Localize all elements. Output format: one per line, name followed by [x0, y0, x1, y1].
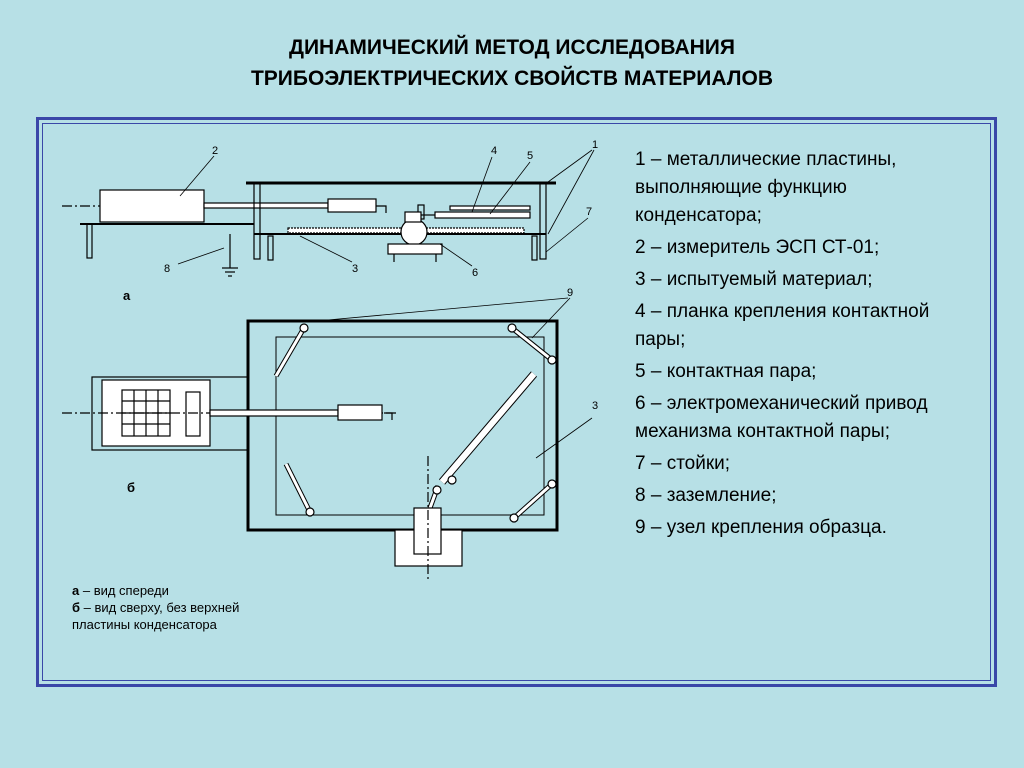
content-frame — [36, 117, 997, 687]
leader-9a — [305, 297, 569, 323]
view-label-b: б — [127, 480, 135, 495]
view-label-a: а — [123, 288, 131, 303]
table-leg-left — [86, 223, 93, 259]
probe-head — [327, 198, 377, 213]
page-title: ДИНАМИЧЕСКИЙ МЕТОД ИССЛЕДОВАНИЯ ТРИБОЭЛЕ… — [0, 32, 1024, 94]
motor-base — [387, 243, 443, 255]
leader-2 — [179, 155, 215, 197]
stand-right-foot — [531, 235, 538, 261]
chamber-outline — [246, 319, 559, 532]
legend-item: 1 – металлические пластины, выполняющие … — [635, 149, 897, 226]
meter-body — [99, 189, 205, 223]
probe-rod-b — [209, 409, 339, 417]
leader-7 — [545, 217, 589, 253]
callout-3: 3 — [352, 263, 358, 275]
meter-display — [185, 391, 201, 437]
callout-5: 5 — [527, 150, 533, 162]
callout-8: 8 — [164, 263, 170, 275]
leader-3 — [299, 235, 353, 263]
front-view — [62, 149, 595, 277]
material-area — [275, 336, 545, 516]
leader-9b — [531, 297, 571, 339]
callout-7: 7 — [586, 206, 592, 218]
leader-4 — [471, 156, 493, 213]
probe-rod — [203, 202, 329, 209]
caption-a-text: – вид спереди — [79, 583, 169, 598]
stand-left — [253, 182, 261, 260]
title-line-2: ТРИБОЭЛЕКТРИЧЕСКИХ СВОЙСТВ МАТЕРИАЛОВ — [250, 67, 774, 90]
legend-item: 8 – заземление; — [635, 485, 777, 506]
legend-item: 4 – планка крепления контактной пары; — [635, 301, 930, 350]
drive-motor — [400, 218, 428, 246]
figure-caption: а – вид спереди б – вид сверху, без верх… — [72, 582, 239, 633]
leader-3b — [535, 417, 593, 459]
contact-pair — [434, 211, 531, 219]
legend-item: 2 – измеритель ЭСП СТ-01; — [635, 237, 880, 258]
stand-right — [539, 182, 547, 260]
legend-item: 7 – стойки; — [635, 453, 731, 474]
legend-item: 5 – контактная пара; — [635, 361, 817, 382]
callout-9: 9 — [567, 287, 573, 299]
caption-b-key: б — [72, 600, 81, 615]
top-view — [62, 297, 593, 580]
caption-a-key: а — [72, 583, 80, 598]
caption-line-3: пластины конденсатора — [72, 617, 217, 632]
callout-2: 2 — [212, 145, 218, 157]
callout-3b: 3 — [592, 400, 598, 412]
leader-5 — [489, 161, 531, 215]
leader-8 — [177, 247, 225, 265]
sample-mounts — [273, 323, 557, 523]
callout-6: 6 — [472, 267, 478, 279]
legend-item: 6 – электромеханический привод механизма… — [635, 393, 928, 442]
stand-left-foot — [267, 235, 274, 261]
probe-tip — [378, 205, 387, 213]
legend-item: 3 – испытуемый материал; — [635, 269, 873, 290]
callout-4: 4 — [491, 145, 497, 157]
title-line-1: ДИНАМИЧЕСКИЙ МЕТОД ИССЛЕДОВАНИЯ — [289, 36, 735, 59]
motor-top — [404, 211, 422, 223]
caption-b-text: – вид сверху, без верхней — [80, 600, 240, 615]
leader-1a — [547, 149, 593, 183]
callout-1: 1 — [592, 139, 598, 151]
legend-item: 9 – узел крепления образца. — [635, 517, 887, 538]
leader-1b — [547, 149, 595, 235]
probe-head-b — [337, 404, 383, 421]
legend-list: 1 – металлические пластины, выполняющие … — [635, 146, 975, 546]
mounting-bar — [449, 205, 531, 211]
leader-6 — [439, 243, 473, 267]
